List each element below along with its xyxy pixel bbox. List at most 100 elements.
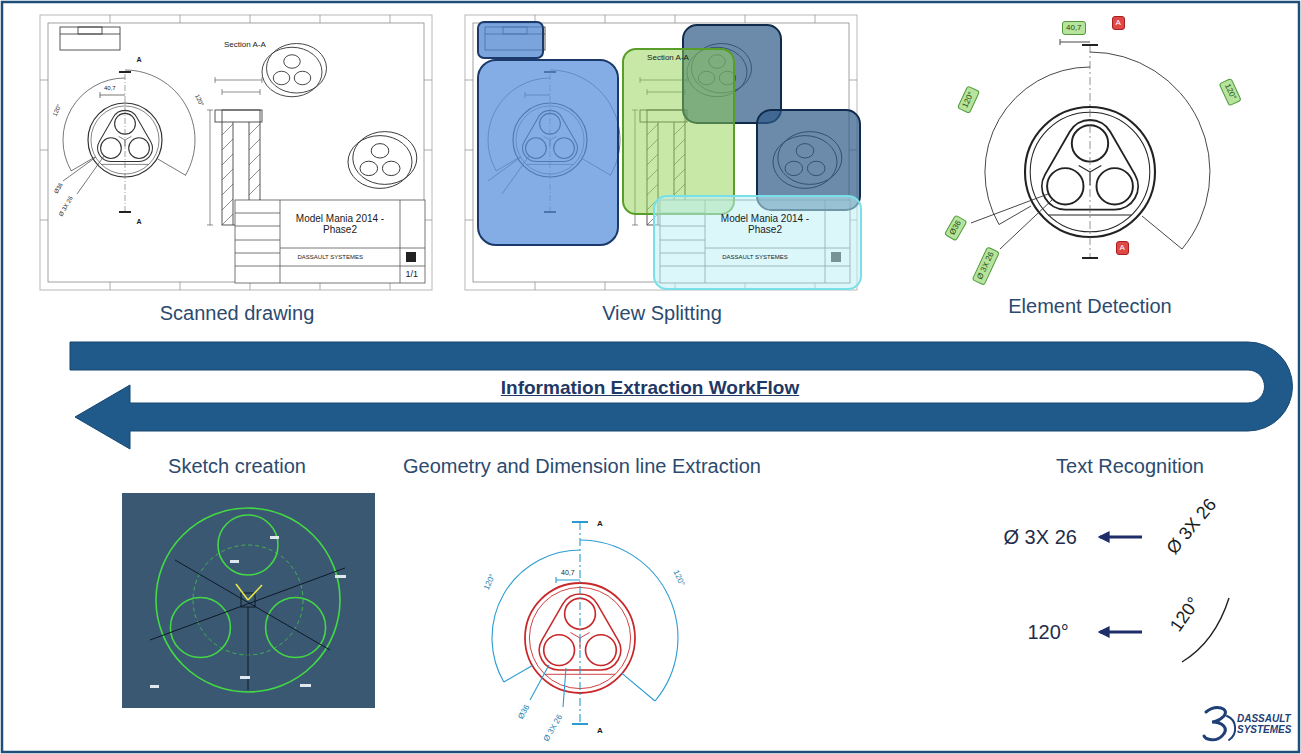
detected-element: Ø 3X 26 (971, 246, 999, 286)
view-region (478, 22, 543, 58)
sketch-axes (236, 584, 262, 600)
geometry-drawing (492, 522, 678, 724)
detected-element: 120° (1218, 78, 1241, 106)
angle-arc (492, 550, 580, 682)
center-line (1090, 45, 1091, 258)
title-block-text: DASSAULT SYSTEMES (722, 254, 787, 261)
workflow-band: Information Extraction WorkFlow (68, 338, 1294, 454)
sketch-dim-value (240, 676, 250, 679)
logo-text: DASSAULT SYSTEMES (1236, 713, 1296, 735)
title-block-text: DASSAULT SYSTEMES (297, 254, 364, 261)
element-text: 120° (1222, 82, 1238, 101)
recognition-arrow (1100, 631, 1142, 634)
step-caption: Text Recognition (1056, 455, 1204, 478)
dimension-text: Ø36 (516, 702, 532, 721)
section-marker: A (136, 56, 143, 64)
dimension-line (556, 577, 580, 583)
detected-element: 120° (956, 86, 979, 114)
sketch-circle (156, 508, 340, 692)
center-line (579, 522, 580, 724)
sketch-circles (156, 508, 340, 692)
sketch-dim-value (270, 536, 279, 539)
band-arrow (70, 342, 1293, 449)
sketch-axis (248, 585, 262, 600)
element-text: A (1120, 243, 1125, 253)
sketch-circle (218, 515, 278, 575)
logo-stroke (1204, 708, 1225, 740)
sketch-constraints (150, 560, 345, 690)
section-marker: A (596, 520, 604, 529)
step-caption: Geometry and Dimension line Extraction (403, 455, 761, 478)
section-mark (572, 521, 588, 523)
view-region (478, 60, 618, 245)
detected-element: A (1112, 16, 1125, 30)
detected-element: 40,7 (1062, 21, 1086, 35)
element-text: 40,7 (1066, 23, 1082, 33)
title-block-text: Model Mania 2014 - Phase2 (287, 213, 393, 235)
extracted-dimension-lines (492, 522, 678, 724)
view-title: Section A-A (647, 53, 689, 62)
angle-arc (1090, 52, 1210, 249)
dimension-text: 40,7 (560, 569, 576, 577)
detected-element: A (1116, 241, 1129, 255)
sketch-dim-value (230, 560, 239, 563)
element-text: Ø 3X 26 (975, 250, 996, 281)
scanned-sheet (40, 15, 432, 290)
step-panel: Geometry and Dimension line Extraction (392, 450, 772, 750)
recognition-arrow (1100, 536, 1142, 539)
recognized-text: Ø 3X 26 (1003, 526, 1078, 548)
detected-element: Ø36 (943, 214, 966, 241)
step-caption: Sketch creation (168, 455, 306, 478)
section-mark (1082, 257, 1098, 259)
sketch-drawing (122, 493, 375, 708)
step-panel: Text Recognition (990, 450, 1275, 700)
recognized-text: 120° (1027, 621, 1070, 643)
step-panel: View Splitting Section A-A Model Mania 201… (462, 15, 864, 328)
section-mark (572, 723, 588, 725)
scanned-text: 120° (1166, 593, 1205, 636)
sketch-axis (236, 584, 248, 600)
dimension-text: 120° (670, 568, 686, 589)
section-marker: A (136, 218, 143, 226)
leader-line (530, 665, 549, 700)
step-caption: Scanned drawing (160, 302, 315, 325)
view-region: Model Mania 2014 - Phase2DASSAULT SYSTEM… (653, 195, 862, 290)
dimension-text: Ø 3X 26 (542, 712, 565, 744)
step-panel: Element Detection40,7A120°120°Ø36Ø 3X 26… (935, 15, 1255, 321)
step-caption: Element Detection (1008, 295, 1171, 318)
leader-line (1000, 200, 1052, 249)
sketch-canvas (122, 493, 375, 708)
step-caption: View Splitting (602, 302, 722, 325)
leader-line (971, 194, 1048, 223)
logo-stroke (1227, 716, 1235, 740)
extension-line (504, 666, 533, 683)
step-panel: Sketch creation (115, 450, 385, 712)
sketch-dimension (175, 560, 330, 650)
angle-arc (580, 540, 678, 701)
dimension-line (1060, 39, 1090, 45)
element-detection-drawing (971, 39, 1210, 258)
sketch-dim-values (150, 536, 346, 688)
step-panel: Scanned drawing (40, 15, 435, 328)
workflow-title: Information Extraction WorkFlow (501, 377, 799, 399)
text-recognition-drawing (1100, 537, 1229, 662)
element-text: A (1116, 18, 1121, 28)
extension-line (999, 206, 1031, 225)
logo-mark (1204, 708, 1235, 740)
extension-line (622, 673, 655, 701)
extension-line (1142, 216, 1182, 249)
view-title: Section A-A (223, 41, 267, 50)
view-region: Section A-A (622, 48, 735, 215)
section-marker: A (596, 727, 604, 736)
sketch-dim-value (300, 684, 311, 687)
section-mark (1082, 44, 1098, 46)
sheet-number: 1/1 (405, 270, 420, 280)
dimension-text: 120° (482, 572, 498, 593)
element-text: 120° (960, 90, 976, 109)
leader-line (563, 668, 566, 707)
scanned-text: Ø 3X 26 (1163, 494, 1222, 559)
sketch-dim-value (150, 685, 159, 688)
title-block-text: Model Mania 2014 - Phase2 (713, 213, 817, 236)
